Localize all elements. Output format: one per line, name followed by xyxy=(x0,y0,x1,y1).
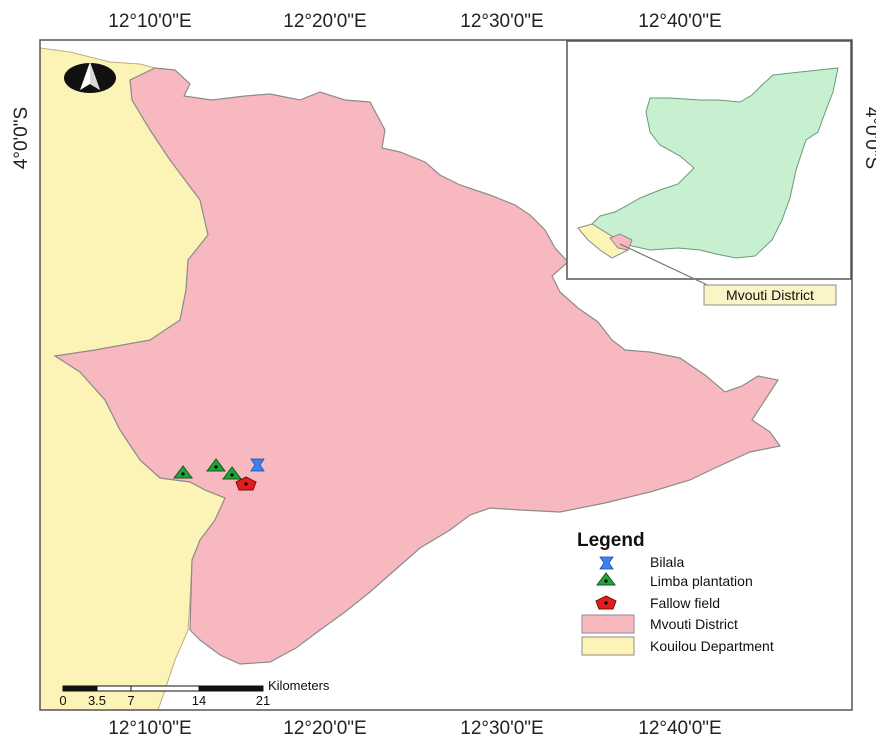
bottom-lon-label-3: 12°30'0"E xyxy=(460,718,543,739)
green-triangle-marker-icon xyxy=(596,572,616,586)
map-frame xyxy=(39,39,853,711)
limba-plantation-marker-1 xyxy=(173,465,193,479)
blue-star-marker-icon xyxy=(599,556,614,570)
legend-item-kouilou-department: Kouilou Department xyxy=(581,636,774,656)
legend-title: Legend xyxy=(577,530,645,551)
pink-fill-swatch xyxy=(581,614,635,634)
top-lon-label-1: 12°10'0"E xyxy=(108,11,191,32)
inset-callout-label: Mvouti District xyxy=(726,287,814,303)
inset-callout-box xyxy=(703,284,837,306)
bottom-lon-label-1: 12°10'0"E xyxy=(108,718,191,739)
legend-label-bilala: Bilala xyxy=(650,554,684,570)
scale-bar: Kilometers 0 3.5 7 14 21 xyxy=(59,678,330,708)
legend-item-fallow-field: Fallow field xyxy=(595,595,720,611)
site-markers xyxy=(173,458,265,491)
bilala-marker xyxy=(250,458,265,472)
scale-tick-3: 14 xyxy=(192,693,206,708)
scale-tick-2: 7 xyxy=(127,693,134,708)
north-arrow-icon xyxy=(64,62,116,93)
inset-map: Mvouti District xyxy=(566,40,852,306)
inset-mvouti-shape xyxy=(609,233,633,251)
top-lon-label-2: 12°20'0"E xyxy=(283,11,366,32)
inset-callout-line xyxy=(619,243,719,291)
mvouti-district-area xyxy=(53,67,782,665)
legend-item-bilala: Bilala xyxy=(599,554,684,570)
scale-tick-1: 3.5 xyxy=(88,693,106,708)
scale-unit-label: Kilometers xyxy=(268,678,330,693)
limba-plantation-marker-2 xyxy=(206,458,226,472)
left-lat-label: 4°0'0"S xyxy=(11,107,32,169)
legend-item-limba-plantation: Limba plantation xyxy=(596,572,753,589)
scale-tick-0: 0 xyxy=(59,693,66,708)
yellow-fill-swatch xyxy=(581,636,635,656)
bottom-longitude-labels: 12°10'0"E 12°20'0"E 12°30'0"E 12°40'0"E xyxy=(108,718,721,739)
top-longitude-labels: 12°10'0"E 12°20'0"E 12°30'0"E 12°40'0"E xyxy=(108,11,721,32)
legend-label-fallow-field: Fallow field xyxy=(650,595,720,611)
bottom-lon-label-4: 12°40'0"E xyxy=(638,718,721,739)
legend: Legend Bilala Limba plantation Fallow fi… xyxy=(577,530,774,656)
fallow-field-marker xyxy=(235,476,257,491)
scale-tick-4: 21 xyxy=(256,693,270,708)
legend-item-mvouti-district: Mvouti District xyxy=(581,614,738,634)
legend-label-mvouti-district: Mvouti District xyxy=(650,616,738,632)
legend-label-kouilou-department: Kouilou Department xyxy=(650,638,774,654)
limba-plantation-marker-3 xyxy=(222,466,242,480)
right-lat-label: 4°0'0"S xyxy=(861,107,876,169)
top-lon-label-3: 12°30'0"E xyxy=(460,11,543,32)
legend-label-limba-plantation: Limba plantation xyxy=(650,573,753,589)
bottom-lon-label-2: 12°20'0"E xyxy=(283,718,366,739)
top-lon-label-4: 12°40'0"E xyxy=(638,11,721,32)
